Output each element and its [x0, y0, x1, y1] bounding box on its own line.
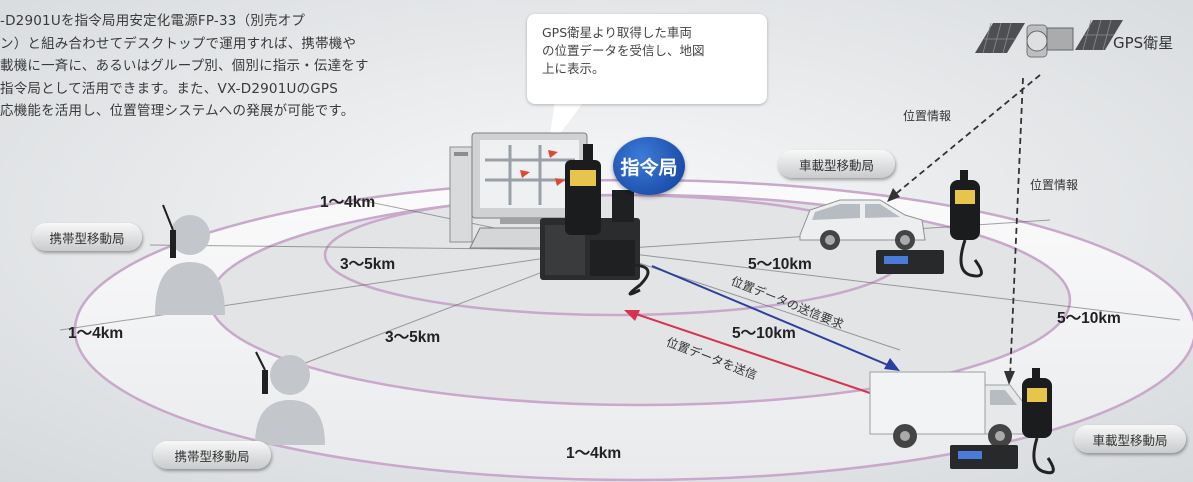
send-arrow [629, 311, 871, 394]
bubble-line: 上に表示。 [542, 61, 605, 76]
computer-icon [449, 132, 601, 249]
mobile-radio-icon-bottom [950, 368, 1055, 475]
speech-bubble [527, 14, 767, 104]
distance-label: 1〜4km [68, 325, 124, 342]
mobile-radio-icon [876, 170, 983, 278]
distance-label: 3〜5km [385, 329, 441, 346]
person-top-icon [155, 204, 225, 315]
base-station-radio-icon [540, 144, 650, 296]
intro-text: -D2901Uを指令局用安定化電源FP-33（別売オプ ン）と組み合わせてデスク… [0, 10, 440, 123]
request-arrowhead [884, 358, 900, 371]
person-bottom-icon [255, 351, 325, 445]
car-icon [799, 199, 926, 250]
intro-line: 載機に一斉に、あるいはグループ別、個別に指示・伝達をす [0, 58, 369, 74]
distance-label: 5〜10km [748, 256, 812, 273]
distance-label: 1〜4km [320, 194, 376, 211]
bubble-line: GPS衛星より取得した車両 [542, 25, 692, 40]
distance-label: 1〜4km [566, 445, 622, 462]
hq-badge: 指令局 [613, 137, 685, 195]
vehicle-station-bottom-label: 車載型移動局 [1074, 425, 1186, 453]
gps-dashed-right-head [1004, 371, 1015, 385]
distance-label: 5〜10km [732, 325, 796, 342]
intro-line: 応機能を活用し、位置管理システムへの発展が可能です。 [0, 103, 355, 119]
distance-label: 3〜5km [340, 256, 396, 273]
truck-icon [869, 371, 1026, 448]
request-arrow [651, 265, 896, 369]
bubble-line: の位置データを受信し、地図 [542, 43, 705, 58]
position-info-left-label: 位置情報 [903, 109, 952, 123]
satellite-icon [975, 19, 1123, 58]
gps-dashed-left [891, 74, 1041, 198]
gps-dashed-right [1009, 77, 1024, 379]
portable-station-top-label: 携帯型移動局 [32, 223, 142, 251]
intro-line: -D2901Uを指令局用安定化電源FP-33（別売オプ [0, 13, 306, 29]
portable-station-bottom-label: 携帯型移動局 [153, 441, 271, 469]
send-arrowhead [624, 310, 640, 321]
satellite-label: GPS衛星 [1113, 34, 1174, 52]
position-info-right-label: 位置情報 [1030, 178, 1079, 192]
gps-dashed-left-head [887, 188, 900, 202]
intro-line: 指令局として活用できます。また、VX-D2901UのGPS [0, 80, 339, 97]
intro-line: ン）と組み合わせてデスクトップで運用すれば、携帯機や [0, 35, 357, 52]
speech-bubble-text: GPS衛星より取得した車両 の位置データを受信し、地図 上に表示。 [542, 24, 762, 78]
vehicle-station-top-label: 車載型移動局 [778, 150, 895, 178]
distance-label: 5〜10km [1057, 310, 1121, 327]
